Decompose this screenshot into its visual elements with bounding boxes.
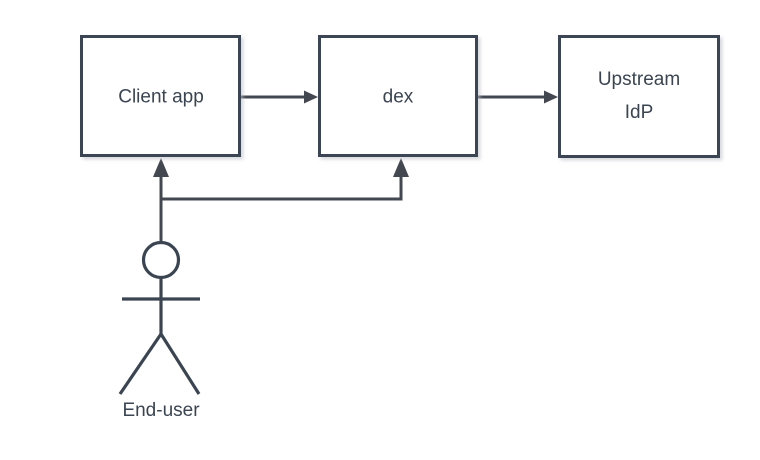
node-dex-rect[interactable] bbox=[318, 35, 478, 157]
node-upstream-idp[interactable]: Upstream IdP bbox=[558, 35, 720, 158]
arrowhead-into-dex-left bbox=[304, 90, 318, 104]
node-upstream-idp-rect[interactable] bbox=[558, 35, 720, 158]
connector-end-user-to-dex bbox=[162, 158, 409, 201]
node-client-app[interactable]: Client app bbox=[80, 35, 241, 157]
connector-dex-to-upstream-idp bbox=[478, 90, 558, 104]
arrowhead-into-dex-bottom bbox=[393, 158, 409, 177]
connector-end-user-to-dex-elbow bbox=[162, 172, 403, 201]
arrowhead-into-client-app-bottom bbox=[153, 158, 169, 177]
node-upstream-idp-label-line2: IdP bbox=[625, 102, 654, 123]
actor-end-user-head-icon bbox=[141, 240, 181, 280]
node-dex[interactable]: dex bbox=[318, 35, 478, 157]
actor-end-user[interactable]: End-user bbox=[118, 240, 201, 422]
connector-client-app-to-dex bbox=[241, 90, 318, 104]
node-client-app-label: Client app bbox=[118, 87, 204, 108]
arrowhead-into-upstream-idp-left bbox=[544, 90, 558, 104]
actor-end-user-label: End-user bbox=[122, 400, 200, 421]
actor-end-user-leg-left bbox=[118, 333, 163, 395]
node-upstream-idp-label-line1: Upstream bbox=[598, 69, 680, 90]
actor-end-user-leg-right bbox=[159, 333, 201, 395]
node-client-app-rect[interactable] bbox=[80, 35, 241, 157]
node-dex-label: dex bbox=[383, 87, 414, 108]
